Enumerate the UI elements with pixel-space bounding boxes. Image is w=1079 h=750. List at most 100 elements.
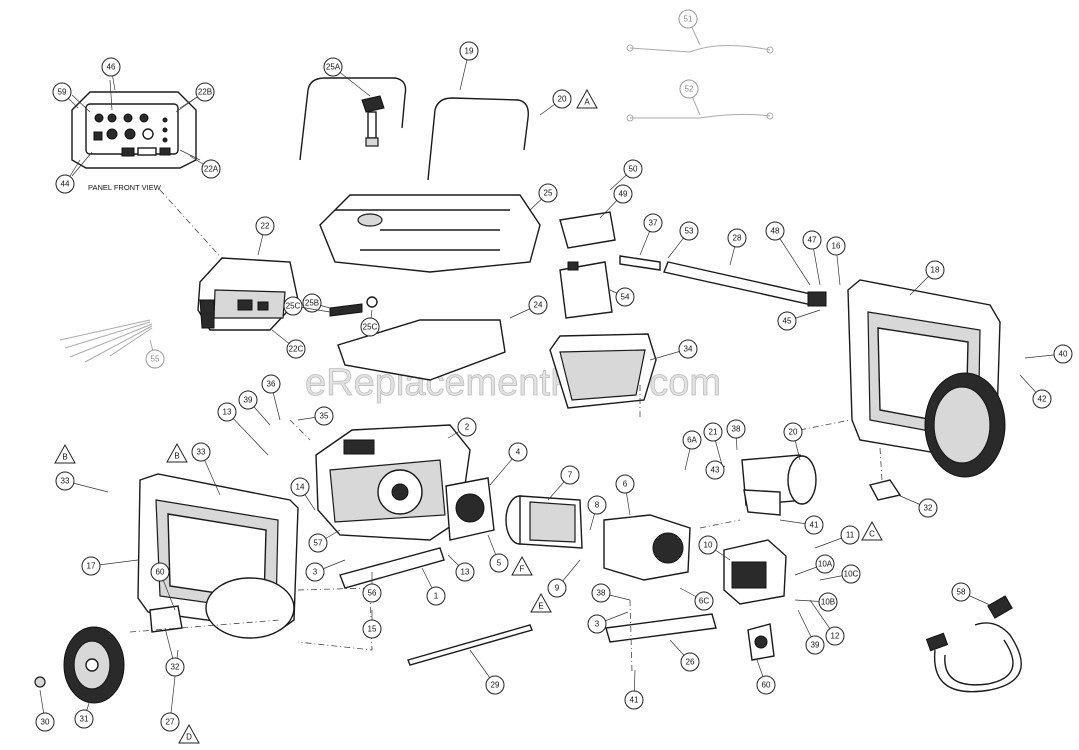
callout-22a: 22A bbox=[189, 155, 221, 179]
callout-57: 57 bbox=[308, 529, 341, 553]
callout-5: 5 bbox=[487, 534, 509, 573]
callout-circle bbox=[777, 311, 797, 331]
callout-number: 42 bbox=[1038, 395, 1047, 404]
triangle-shape bbox=[576, 88, 598, 109]
callout-number: 27 bbox=[166, 718, 175, 727]
callout-circle bbox=[560, 465, 580, 485]
callout-circle bbox=[1032, 389, 1052, 409]
control-panel-front-view bbox=[71, 79, 201, 177]
callout-10b: 10B bbox=[794, 592, 838, 612]
triangle-letter: B bbox=[174, 452, 179, 461]
callout-number: 13 bbox=[223, 408, 232, 417]
callout-number: 46 bbox=[107, 63, 116, 72]
callout-number: 28 bbox=[733, 234, 742, 243]
callout-circle bbox=[201, 159, 221, 179]
callout-circle bbox=[362, 583, 382, 603]
battery-tray bbox=[549, 333, 657, 409]
rotor bbox=[505, 495, 583, 549]
callout-number: 34 bbox=[684, 345, 693, 354]
callout-38: 38 bbox=[591, 583, 631, 603]
callout-number: 60 bbox=[156, 568, 165, 577]
callout-20: 20 bbox=[539, 89, 572, 116]
wheel-cap-30 bbox=[34, 676, 46, 688]
axle bbox=[619, 255, 827, 307]
callout-37: 37 bbox=[639, 213, 663, 256]
triangle-letter: C bbox=[869, 530, 875, 539]
callout-circle bbox=[290, 477, 310, 497]
callout-circle bbox=[55, 471, 75, 491]
triangle-callout-b: B bbox=[166, 442, 188, 463]
callout-15: 15 bbox=[362, 610, 382, 639]
callout-49: 49 bbox=[599, 184, 633, 219]
foot-32-left bbox=[149, 605, 183, 633]
heat-shield bbox=[337, 319, 506, 381]
callout-43: 43 bbox=[705, 460, 726, 480]
callout-12: 12 bbox=[809, 599, 845, 646]
callout-circle bbox=[678, 339, 698, 359]
wire-harness bbox=[59, 319, 153, 363]
callout-17: 17 bbox=[81, 556, 139, 576]
callout-number: 3 bbox=[313, 568, 318, 577]
callout-number: 13 bbox=[461, 568, 470, 577]
triangle-letter: F bbox=[520, 565, 525, 574]
callout-number: 5 bbox=[497, 559, 502, 568]
callout-circle bbox=[1053, 344, 1073, 364]
callout-circle bbox=[951, 582, 971, 602]
callout-60: 60 bbox=[150, 562, 176, 611]
callout-14: 14 bbox=[290, 477, 316, 511]
callout-number: 6 bbox=[623, 480, 628, 489]
callout-circle bbox=[591, 583, 611, 603]
callout-34: 34 bbox=[649, 339, 698, 361]
callout-circle bbox=[426, 586, 446, 606]
triangle-callout-a: A bbox=[576, 88, 598, 109]
callout-number: 43 bbox=[711, 466, 720, 475]
callout-circle bbox=[286, 339, 306, 359]
callout-circle bbox=[703, 422, 723, 442]
triangle-shape bbox=[530, 592, 552, 613]
panel-caption: PANEL FRONT VIEW bbox=[88, 183, 162, 192]
callout-circle bbox=[528, 295, 548, 315]
callout-circle bbox=[705, 460, 725, 480]
callout-number: 55 bbox=[151, 355, 160, 364]
battery bbox=[559, 261, 613, 319]
callout-6a: 6A bbox=[682, 430, 702, 471]
callout-33: 33 bbox=[191, 442, 221, 496]
triangle-shape bbox=[511, 555, 533, 576]
callout-number: 57 bbox=[314, 539, 323, 548]
callout-circle bbox=[165, 657, 185, 677]
callout-circle bbox=[55, 174, 75, 194]
callout-number: 10 bbox=[704, 541, 713, 550]
callout-number: 53 bbox=[685, 227, 694, 236]
callout-20: 20 bbox=[783, 422, 803, 461]
triangle-callout-d: D bbox=[178, 723, 200, 744]
callout-number: 39 bbox=[244, 396, 253, 405]
callout-number: 30 bbox=[41, 718, 50, 727]
callout-48: 48 bbox=[765, 221, 811, 286]
callout-circle bbox=[150, 562, 170, 582]
callout-number: 22B bbox=[198, 88, 212, 97]
callout-number: 37 bbox=[649, 219, 658, 228]
callout-number: 8 bbox=[595, 501, 600, 510]
callout-45: 45 bbox=[777, 309, 821, 331]
callout-number: 52 bbox=[685, 85, 694, 94]
callout-circle bbox=[679, 79, 699, 99]
callout-number: 33 bbox=[61, 477, 70, 486]
callout-number: 10A bbox=[818, 560, 833, 569]
callout-number: 38 bbox=[597, 589, 606, 598]
triangle-letter: A bbox=[584, 98, 590, 107]
callout-circle bbox=[840, 525, 860, 545]
engine-base-26 bbox=[605, 613, 717, 643]
callout-10c: 10C bbox=[819, 564, 861, 584]
fan-housing bbox=[445, 477, 495, 541]
callout-circle bbox=[485, 675, 505, 695]
callout-number: 26 bbox=[686, 658, 695, 667]
callout-number: 21 bbox=[709, 428, 718, 437]
callout-circle bbox=[643, 213, 663, 233]
callout-3: 3 bbox=[305, 559, 346, 582]
callout-number: 3 bbox=[595, 620, 600, 629]
callout-25c: 25C bbox=[283, 296, 331, 316]
left-wheel bbox=[63, 626, 125, 704]
triangle-callout-f: F bbox=[511, 555, 533, 576]
callout-number: 40 bbox=[1059, 350, 1068, 359]
